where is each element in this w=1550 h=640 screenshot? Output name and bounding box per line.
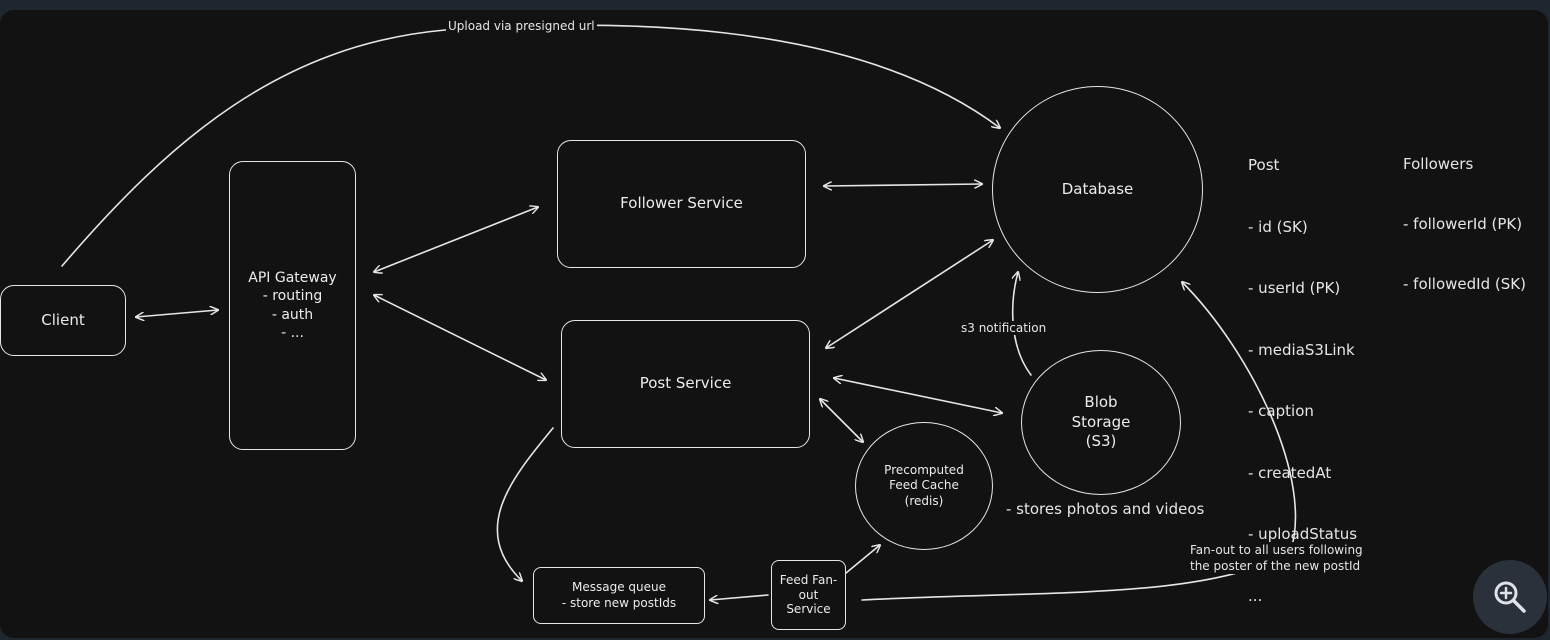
diagram-canvas: Client API Gateway - routing - auth - ..… — [0, 10, 1548, 638]
post-field: - mediaS3Link — [1248, 340, 1355, 359]
edge-post-queue — [496, 427, 554, 581]
fanout-service-node[interactable]: Feed Fan- out Service — [771, 560, 846, 630]
post-schema: Post - id (SK) - userId (PK) - mediaS3Li… — [1248, 114, 1357, 638]
edge-client-upload — [61, 24, 1000, 267]
post-field: - uploadStatus — [1248, 525, 1358, 543]
blob-storage-node[interactable]: Blob Storage (S3) — [1021, 350, 1181, 495]
edge-follower-database — [824, 184, 982, 186]
edge-post-cache — [820, 399, 863, 442]
post-service-node[interactable]: Post Service — [561, 320, 810, 448]
post-field: - id (SK) — [1248, 217, 1308, 236]
followers-schema: Followers - followerId (PK) - followedId… — [1403, 114, 1526, 334]
stores-media-label: - stores photos and videos — [1006, 500, 1205, 518]
post-field: - caption — [1248, 402, 1314, 420]
database-node[interactable]: Database — [992, 86, 1203, 293]
followers-field: - followedId (SK) — [1403, 275, 1526, 293]
edge-client-gateway — [136, 310, 218, 317]
post-schema-title: Post — [1248, 156, 1280, 174]
post-field: - createdAt — [1248, 463, 1332, 482]
api-gateway-node[interactable]: API Gateway - routing - auth - ... — [229, 161, 356, 450]
zoom-in-button[interactable] — [1473, 560, 1547, 634]
followers-field: - followerId (PK) — [1403, 215, 1523, 233]
message-queue-node[interactable]: Message queue - store new postIds — [533, 567, 705, 624]
edge-fanout-queue — [710, 594, 769, 600]
s3-notification-label: s3 notification — [960, 321, 1048, 335]
post-field: - userId (PK) — [1248, 279, 1341, 297]
followers-schema-title: Followers — [1403, 155, 1474, 173]
post-field: ... — [1248, 586, 1263, 605]
edge-post-database — [826, 240, 993, 348]
zoom-in-icon — [1494, 581, 1526, 613]
edge-gateway-follower — [374, 207, 538, 272]
fanout-note-label: Fan-out to all users following the poste… — [1190, 542, 1363, 575]
client-node[interactable]: Client — [0, 285, 126, 356]
upload-presigned-label: Upload via presigned url — [446, 19, 597, 33]
edge-fanout-cache — [845, 545, 880, 574]
edge-gateway-post — [374, 295, 546, 380]
follower-service-node[interactable]: Follower Service — [557, 140, 806, 268]
edge-post-blob — [834, 378, 1002, 413]
feed-cache-node[interactable]: Precomputed Feed Cache (redis) — [855, 422, 993, 550]
